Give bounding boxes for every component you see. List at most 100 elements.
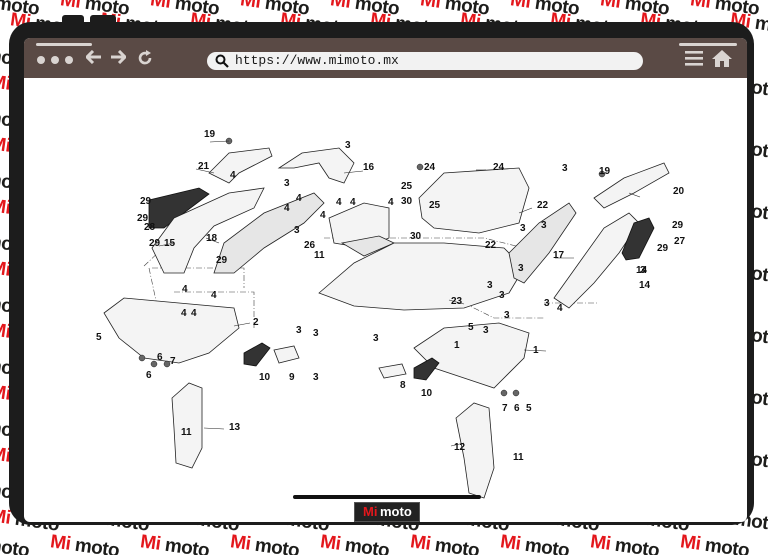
watermark-text: Mi moto	[228, 531, 301, 555]
part-callout-4: 4	[182, 284, 188, 295]
window-dot[interactable]	[65, 56, 73, 64]
part-callout-5: 5	[96, 332, 102, 343]
part-callout-4: 4	[336, 197, 342, 208]
part-callout-3: 3	[544, 298, 550, 309]
guide-line	[324, 237, 525, 249]
part-callout-6: 6	[146, 370, 152, 381]
part-callout-19: 19	[204, 129, 216, 140]
part-callout-4: 4	[320, 210, 326, 221]
part-callout-21: 21	[198, 161, 210, 172]
leader-line	[628, 192, 641, 198]
leader-line	[195, 168, 215, 174]
part-8-plate	[378, 363, 407, 379]
part-callout-7: 7	[170, 356, 176, 367]
part-callout-11: 11	[314, 250, 325, 261]
leader-line	[448, 299, 465, 305]
part-callout-4: 4	[557, 303, 563, 314]
part-callout-9: 9	[289, 372, 295, 383]
part-callout-2: 2	[253, 317, 259, 328]
part-callout-22: 22	[485, 240, 497, 251]
bolt	[416, 163, 424, 171]
part-callout-28: 28	[144, 222, 156, 233]
part-28-grille	[148, 187, 210, 229]
leader-line	[343, 170, 364, 174]
part-callout-25: 25	[401, 181, 413, 192]
part-callout-4: 4	[181, 308, 187, 319]
watermark-text: Mi moto	[48, 531, 121, 555]
part-callout-1: 1	[533, 345, 539, 356]
part-callout-27: 27	[674, 236, 686, 247]
part-callout-8: 8	[400, 380, 406, 391]
part-callout-24: 24	[493, 162, 505, 173]
watermark-text: Mi moto	[498, 531, 571, 555]
menu-icon[interactable]	[685, 50, 703, 69]
window-dot[interactable]	[37, 56, 45, 64]
part-callout-23: 23	[451, 296, 463, 307]
part-9-plate	[273, 345, 300, 364]
part-callout-19: 19	[599, 166, 611, 177]
part-16-bracket	[277, 147, 355, 184]
leader-line	[233, 322, 251, 327]
part-callout-29: 29	[149, 238, 161, 249]
part-callout-29: 29	[672, 220, 684, 231]
part-callout-4: 4	[211, 290, 217, 301]
part-callout-13: 13	[229, 422, 241, 433]
part-callout-1: 1	[454, 340, 460, 351]
brand-logo: Mi moto	[354, 502, 420, 522]
leader-line	[205, 237, 220, 244]
part-callout-3: 3	[562, 163, 568, 174]
part-callout-3: 3	[518, 263, 524, 274]
part-callout-6: 6	[157, 352, 163, 363]
leader-line	[209, 140, 230, 143]
bolt	[150, 360, 158, 368]
url-bar[interactable]: https://www.mimoto.mx	[207, 52, 643, 70]
part-callout-29: 29	[657, 243, 669, 254]
part-12-vertical-panel	[455, 402, 495, 499]
part-21-cover	[208, 147, 273, 184]
part-callout-11: 11	[513, 452, 524, 463]
device-notch	[62, 15, 84, 23]
part-callout-3: 3	[313, 372, 319, 383]
part-callout-30: 30	[410, 231, 422, 242]
part-callout-3: 3	[487, 280, 493, 291]
part-callout-3: 3	[373, 333, 379, 344]
watermark-text: Mi moto	[138, 531, 211, 555]
part-10-pad-right	[413, 357, 440, 381]
home-icon[interactable]	[712, 50, 732, 70]
leader-line	[158, 242, 175, 247]
part-callout-14: 14	[639, 280, 651, 291]
reload-icon[interactable]	[137, 50, 153, 69]
part-callout-29: 29	[140, 196, 152, 207]
window-dot[interactable]	[51, 56, 59, 64]
bolt	[163, 360, 171, 368]
part-callout-4: 4	[230, 170, 236, 181]
part-callout-25: 25	[429, 200, 441, 211]
watermark-text: Mi moto	[408, 531, 481, 555]
part-22-rear-cover	[508, 202, 577, 284]
part-callout-15: 15	[164, 238, 176, 249]
part-callout-7: 7	[502, 403, 508, 414]
part-callout-14: 14	[636, 265, 648, 276]
part-callout-5: 5	[468, 322, 474, 333]
part-callout-4: 4	[350, 197, 356, 208]
back-arrow-icon[interactable]	[84, 49, 102, 67]
part-callout-3: 3	[520, 223, 526, 234]
home-indicator-bar	[293, 495, 481, 499]
part-20-tail-piece	[593, 162, 670, 209]
guide-line	[174, 291, 255, 328]
part-callout-11: 11	[181, 427, 192, 438]
part-callout-3: 3	[504, 310, 510, 321]
part-callout-3: 3	[284, 178, 290, 189]
part-15-side-panel	[151, 187, 265, 274]
leader-line	[203, 427, 225, 430]
part-24-rear-seat	[418, 167, 530, 234]
search-icon	[215, 54, 229, 68]
watermark-text: Mi moto	[678, 531, 751, 555]
leader-line	[518, 207, 533, 214]
part-callout-10: 10	[421, 388, 433, 399]
part-callout-3: 3	[483, 325, 489, 336]
part-callout-24: 24	[424, 162, 436, 173]
forward-arrow-icon[interactable]	[110, 49, 128, 67]
url-text[interactable]: https://www.mimoto.mx	[235, 53, 399, 68]
